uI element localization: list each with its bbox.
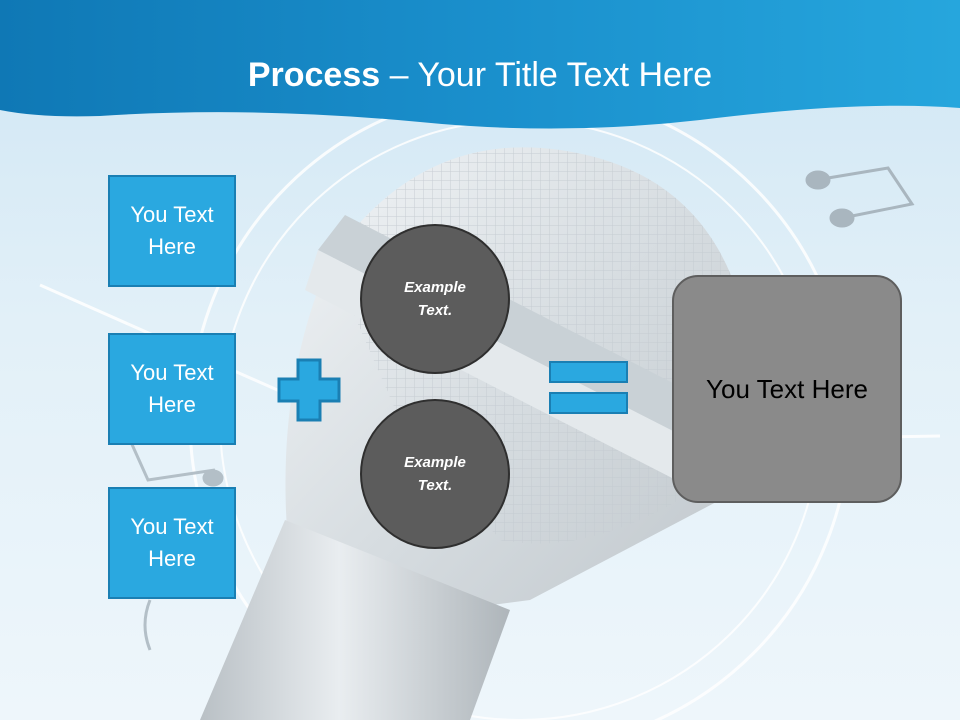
title-bold: Process [247, 56, 381, 94]
header-band [0, 0, 960, 129]
example-circle-2[interactable]: Example Text. [360, 399, 510, 549]
result-box[interactable]: You Text Here [672, 275, 902, 503]
input-box-3[interactable]: You Text Here [108, 487, 236, 599]
input-box-2[interactable]: You Text Here [108, 333, 236, 445]
music-note-icon [128, 439, 224, 651]
input-box-label: You Text Here [130, 514, 214, 571]
title-dash: – [380, 56, 418, 94]
title-rest: Your Title Text Here [417, 56, 713, 94]
circle-label: Example Text. [404, 454, 466, 494]
example-circle-1[interactable]: Example Text. [360, 224, 510, 374]
circle-label: Example Text. [404, 279, 466, 319]
input-box-label: You Text Here [130, 360, 214, 417]
plus-icon [277, 358, 341, 422]
equals-icon [549, 361, 628, 414]
page-title: Process – Your Title Text Here [0, 52, 960, 98]
input-box-label: You Text Here [130, 202, 214, 259]
result-label: You Text Here [706, 373, 868, 404]
music-note-icon [805, 166, 915, 228]
input-box-1[interactable]: You Text Here [108, 175, 236, 287]
